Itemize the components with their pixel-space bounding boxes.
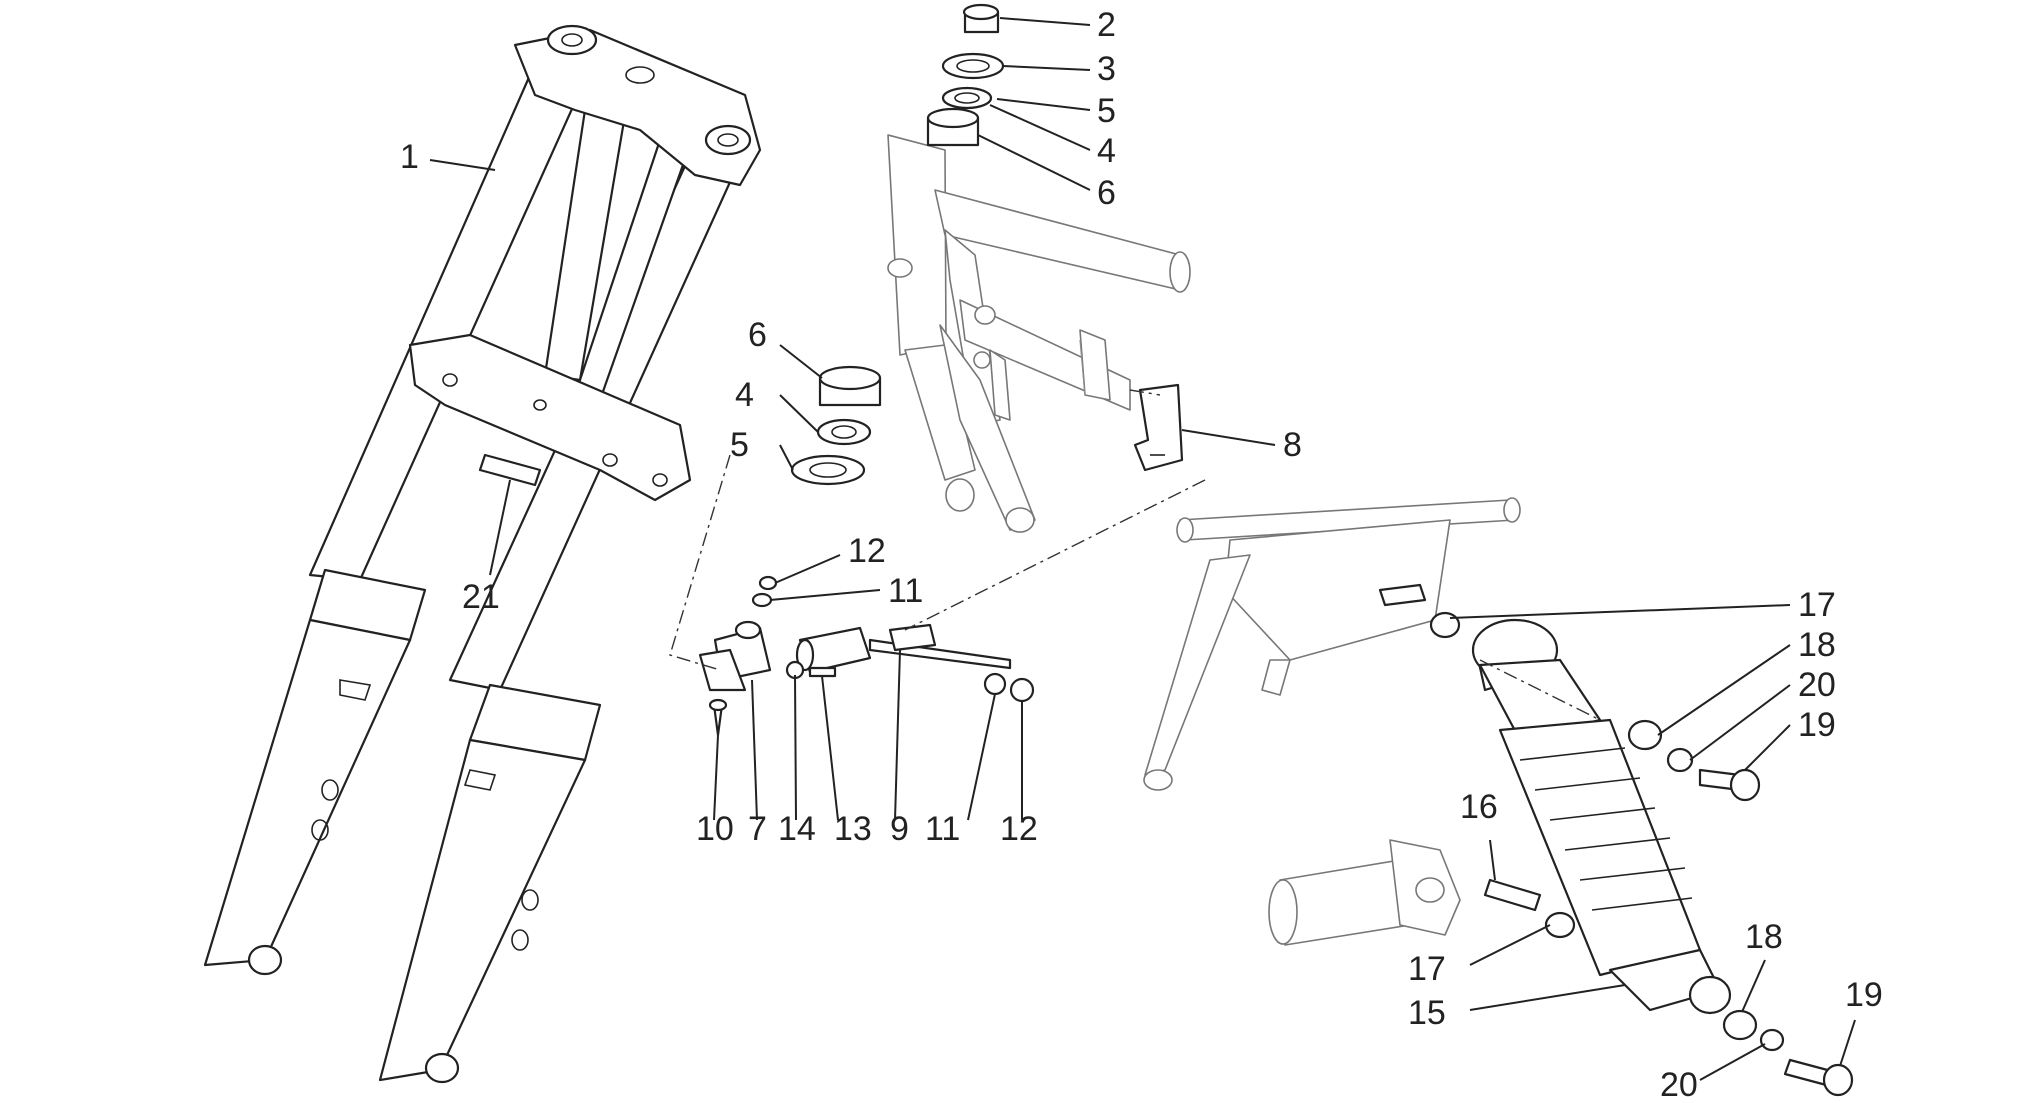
callout-11-lower: 11 bbox=[925, 810, 960, 848]
frame-head-section bbox=[887, 134, 1191, 533]
pin-part-21 bbox=[478, 453, 542, 487]
steering-head-upper-stack bbox=[926, 3, 1005, 147]
callout-4-lower: 4 bbox=[735, 376, 754, 414]
callout-5-lower: 5 bbox=[730, 426, 749, 464]
callout-10: 10 bbox=[696, 810, 734, 848]
callout-18-lower: 18 bbox=[1745, 918, 1783, 956]
callout-19-lower: 19 bbox=[1845, 976, 1883, 1014]
callout-20-upper: 20 bbox=[1798, 666, 1836, 704]
callout-6-lower: 6 bbox=[748, 316, 767, 354]
rear-shock-absorber bbox=[1378, 583, 1854, 1097]
assembly-lines bbox=[669, 389, 1601, 721]
steering-head-lower-stack bbox=[790, 365, 882, 486]
callout-5-top: 5 bbox=[1097, 92, 1116, 130]
callout-17-lower: 17 bbox=[1408, 950, 1446, 988]
callout-9: 9 bbox=[890, 810, 909, 848]
callout-14: 14 bbox=[778, 810, 816, 848]
callout-12-lower: 12 bbox=[1000, 810, 1038, 848]
callout-18-upper: 18 bbox=[1798, 626, 1836, 664]
callout-4-top: 4 bbox=[1097, 132, 1116, 170]
frame-rear-bracket bbox=[1143, 497, 1521, 791]
leader-lines bbox=[429, 17, 1856, 1081]
callout-19-upper: 19 bbox=[1798, 706, 1836, 744]
steering-damper-group bbox=[698, 575, 1035, 737]
callout-1: 1 bbox=[400, 138, 419, 176]
callout-3: 3 bbox=[1097, 50, 1116, 88]
callout-11-upper: 11 bbox=[888, 572, 923, 610]
frame-engine-lug bbox=[1268, 839, 1461, 946]
callout-12-upper: 12 bbox=[848, 532, 886, 570]
callout-8: 8 bbox=[1283, 426, 1302, 464]
front-fork-assembly bbox=[203, 24, 762, 1084]
callout-13: 13 bbox=[834, 810, 872, 848]
callout-17-upper: 17 bbox=[1798, 586, 1836, 624]
callout-16: 16 bbox=[1460, 788, 1498, 826]
bracket-part-8 bbox=[1133, 383, 1184, 472]
callout-6-top: 6 bbox=[1097, 174, 1116, 212]
callout-2: 2 bbox=[1097, 6, 1116, 44]
callout-20-lower: 20 bbox=[1660, 1066, 1698, 1103]
callout-labels: 1 2 3 5 4 6 6 4 5 8 21 12 11 10 7 14 13 … bbox=[400, 6, 1883, 1103]
callout-7: 7 bbox=[748, 810, 767, 848]
callout-15: 15 bbox=[1408, 994, 1446, 1032]
callout-21: 21 bbox=[462, 578, 500, 616]
